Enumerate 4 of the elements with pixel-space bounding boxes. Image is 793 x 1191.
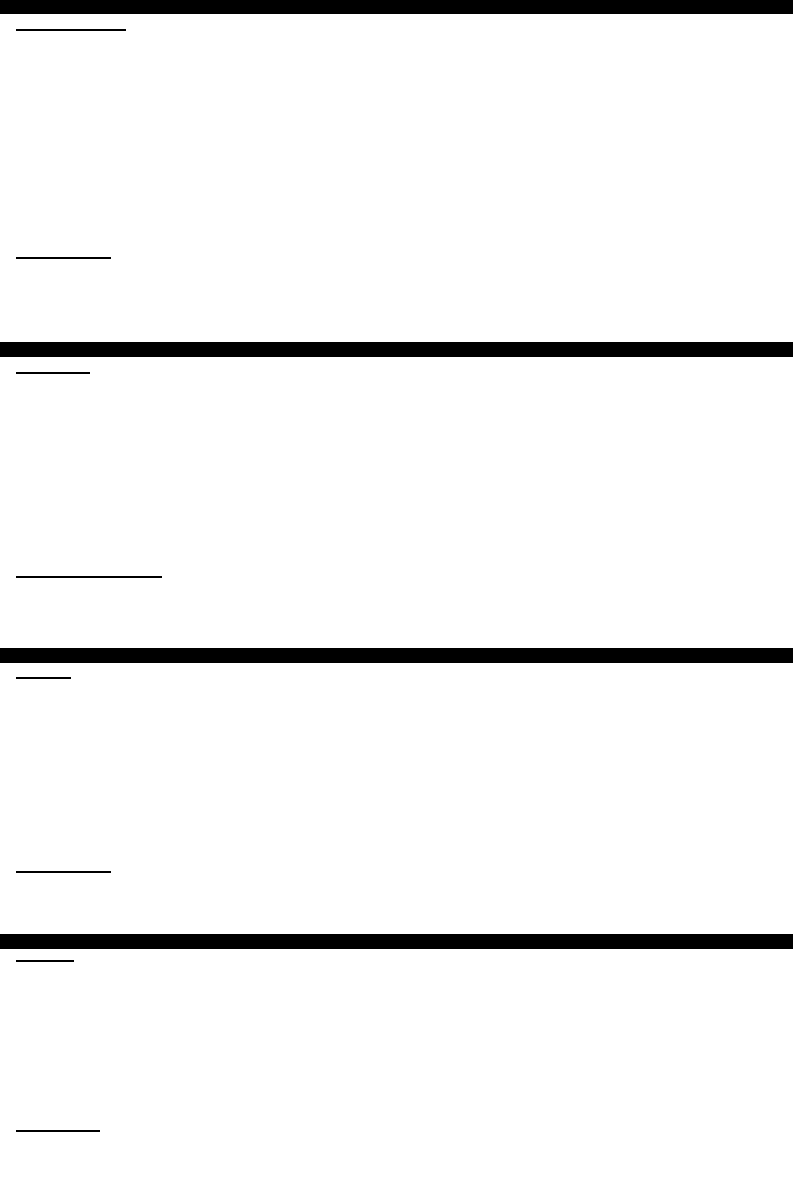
- section-bar: [0, 342, 793, 357]
- section-bar: [0, 648, 793, 663]
- section-bar: [0, 0, 793, 14]
- section-bar: [0, 934, 793, 949]
